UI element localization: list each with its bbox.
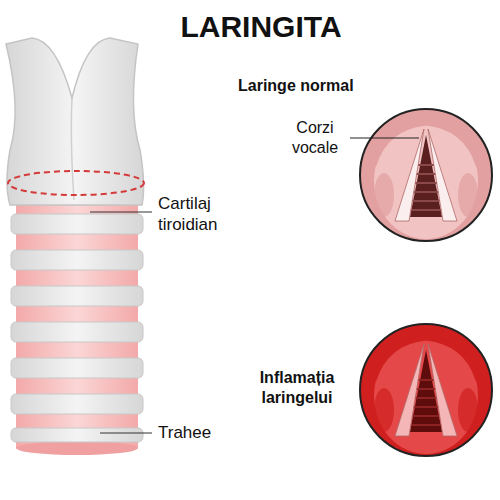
larynx-view-circle: Inflamația laringelui	[230, 320, 498, 465]
diagram-title: LARINGITA	[0, 10, 500, 44]
larynx-view-circle: Laringe normalCorzi vocale	[230, 70, 498, 250]
view-heading: Laringe normal	[238, 76, 388, 96]
part-label: Corzi vocale	[285, 118, 345, 158]
larynx-circle-outline	[230, 70, 498, 250]
part-label: Trahee	[158, 422, 238, 443]
view-heading: Inflamația laringelui	[238, 368, 356, 408]
part-label: Cartilaj tiroidian	[158, 193, 268, 235]
